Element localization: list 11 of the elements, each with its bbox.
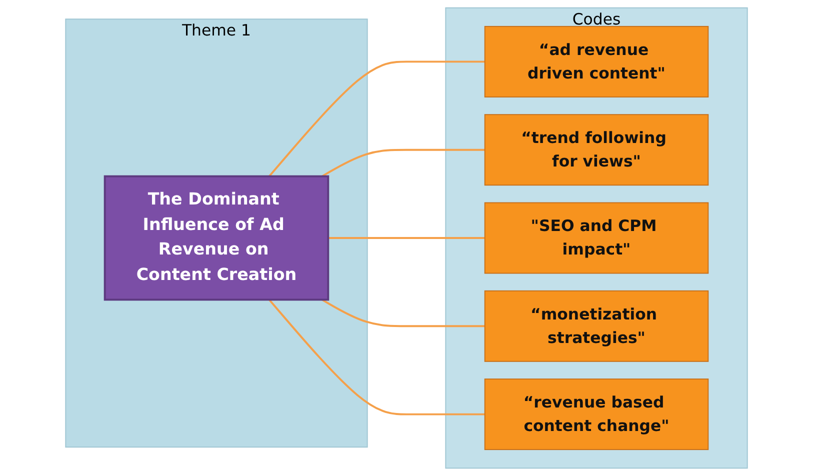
node-box: “trend following for views" bbox=[484, 114, 709, 186]
node-box: The Dominant Influence of Ad Revenue on Content Creation bbox=[104, 175, 330, 301]
node-box: “ad revenue driven content" bbox=[484, 26, 709, 98]
connector bbox=[268, 299, 485, 416]
connector bbox=[328, 237, 485, 239]
connector bbox=[322, 148, 485, 178]
node-box: “monetization strategies" bbox=[484, 290, 709, 362]
connector bbox=[268, 60, 485, 177]
node-box: “revenue based content change" bbox=[484, 378, 709, 450]
node-box: "SEO and CPM impact" bbox=[484, 202, 709, 274]
connector bbox=[322, 298, 485, 328]
